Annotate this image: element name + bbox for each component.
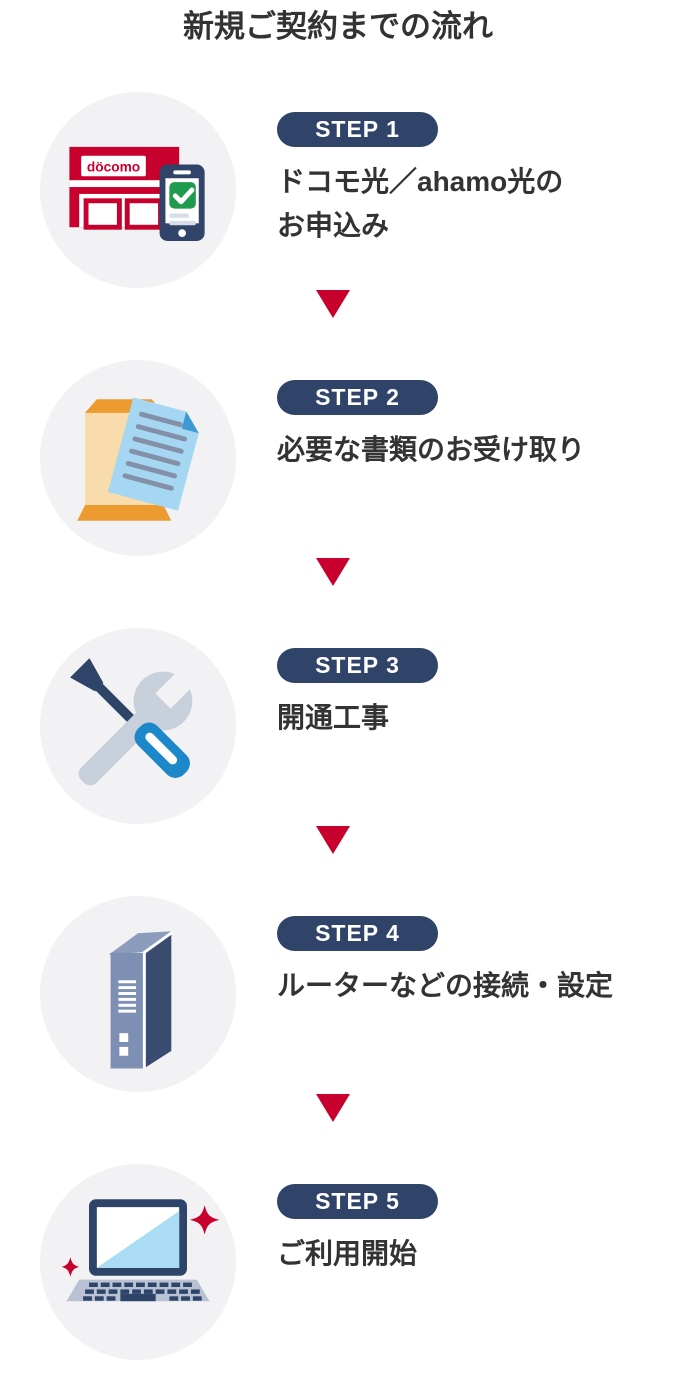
down-arrow-3 [316, 826, 350, 854]
step3-description-line1: 開通工事 [277, 702, 390, 733]
step2-badge: STEP 2 [277, 380, 438, 415]
step4-description-line1: ルーターなどの接続・設定 [277, 970, 614, 1001]
step2-description: 必要な書類のお受け取り [277, 428, 585, 472]
step1-description-line1: ドコモ光／ahamo光の [277, 166, 564, 197]
docomo-shop-smartphone-icon: döcomo [69, 146, 205, 241]
router-device-icon [108, 931, 174, 1069]
down-arrow-2 [316, 558, 350, 586]
step1-badge: STEP 1 [277, 112, 438, 147]
page-title: 新規ご契約までの流れ [183, 9, 493, 44]
sparkle-right [189, 1205, 220, 1235]
docomo-shop-sign-text: döcomo [87, 159, 140, 174]
step3-badge: STEP 3 [277, 648, 438, 683]
laptop-sparkles-icon [61, 1199, 220, 1302]
step1-description-line2: お申込み [277, 210, 390, 241]
step4-badge: STEP 4 [277, 916, 438, 951]
step2-icon-circle [40, 360, 236, 556]
down-arrow-4 [316, 1094, 350, 1122]
step3-icon-circle [40, 628, 236, 824]
envelope-documents-icon [77, 397, 199, 521]
down-arrow-1 [316, 290, 350, 318]
step5-icon-circle [40, 1164, 236, 1360]
step-row-4: STEP 4 ルーターなどの接続・設定 [0, 896, 676, 1092]
step1-description: ドコモ光／ahamo光の お申込み [277, 160, 563, 248]
construction-tools-icon [70, 658, 199, 786]
step-row-3: STEP 3 開通工事 [0, 628, 676, 824]
step5-description: ご利用開始 [277, 1232, 417, 1276]
step4-icon-circle [40, 896, 236, 1092]
step5-badge: STEP 5 [277, 1184, 438, 1219]
step2-description-line1: 必要な書類のお受け取り [277, 434, 586, 465]
step5-description-line1: ご利用開始 [277, 1238, 418, 1269]
step4-description: ルーターなどの接続・設定 [277, 964, 613, 1008]
step-row-1: döcomo STEP 1 ドコモ光／ahamo光の お申込み [0, 92, 676, 288]
sparkle-left [61, 1257, 80, 1277]
step1-icon-circle: döcomo [40, 92, 236, 288]
step-row-2: STEP 2 必要な書類のお受け取り [0, 360, 676, 556]
step3-description: 開通工事 [277, 696, 389, 740]
step-row-5: STEP 5 ご利用開始 [0, 1164, 676, 1360]
